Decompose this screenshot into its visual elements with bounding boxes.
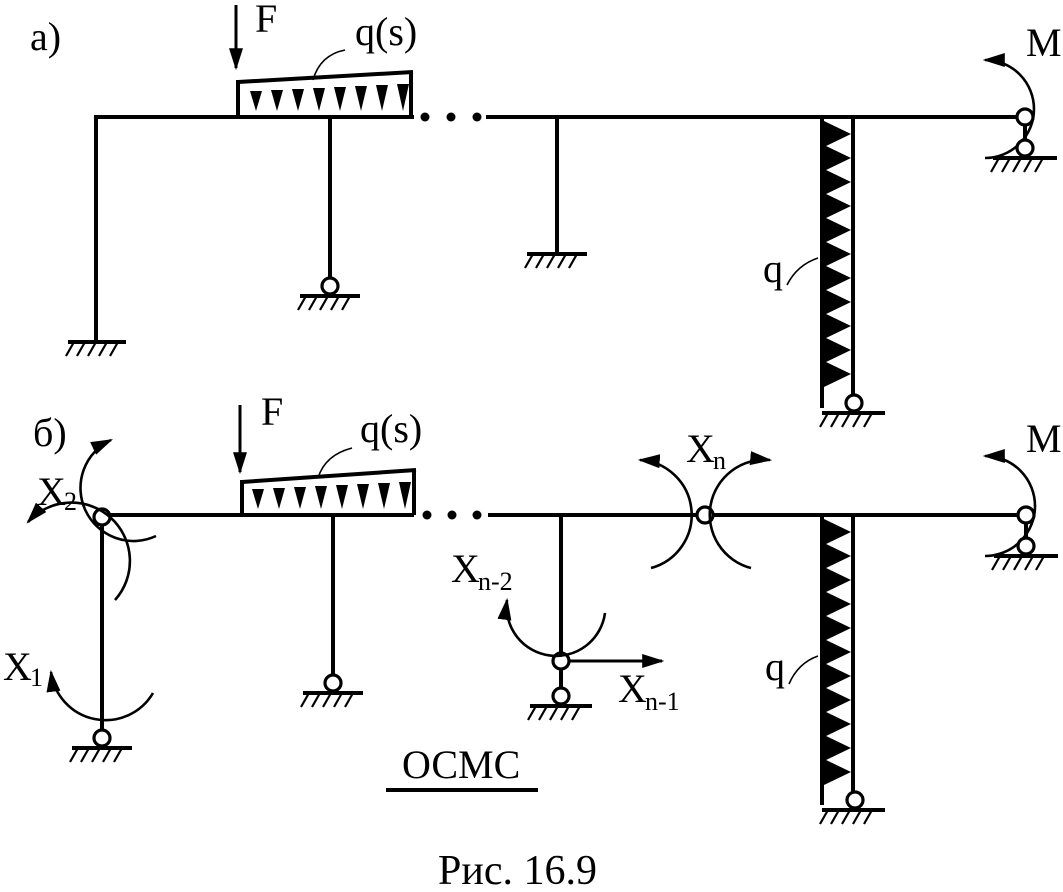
xn-label-sub: n	[713, 446, 726, 475]
panel-b-label: б)	[33, 410, 67, 455]
panel-b-moment-label: M	[1026, 416, 1062, 461]
panel-b-moment: M	[982, 416, 1062, 571]
panel-b-lateral-load-arrows	[824, 519, 851, 785]
xn-label-base: X	[686, 426, 715, 471]
panel-a-label: а)	[30, 14, 61, 59]
panel-a-moment: M	[982, 20, 1062, 173]
panel-a-pinned-column	[297, 117, 360, 311]
panel-a-distributed-load: q(s)	[236, 9, 417, 117]
x2-label-sub: 2	[64, 487, 77, 516]
panel-b-xn: X n	[637, 426, 773, 570]
panel-a-force-label: F	[255, 0, 277, 41]
figure-caption: Рис. 16.9	[438, 848, 597, 892]
x1-label-sub: 1	[30, 663, 43, 692]
xn2-label-base: X	[451, 546, 480, 591]
xn2-label-sub: n-2	[478, 567, 513, 596]
panel-b-pinned-column	[300, 517, 363, 708]
basis-label: ОСМС	[402, 742, 520, 787]
panel-a-vertical-load-label: q	[763, 246, 783, 291]
panel-b-force: F	[233, 389, 283, 475]
xn1-label-base: X	[618, 666, 647, 711]
panel-b-distributed-load: q(s)	[240, 406, 422, 515]
panel-a-left-column	[65, 115, 126, 357]
panel-a-beam	[96, 112, 1024, 122]
panel-b-released-column: X n-2 X n-1	[451, 517, 680, 721]
panel-a: а)	[30, 0, 1062, 428]
basis-label-group: ОСМС	[386, 742, 538, 792]
panel-a-distributed-load-label: q(s)	[355, 9, 417, 54]
panel-b-distributed-load-label: q(s)	[360, 406, 422, 451]
x2-label-base: X	[37, 469, 66, 514]
panel-b-vertical-load-label: q	[765, 644, 785, 689]
panel-a-lateral-load-arrows	[824, 121, 851, 387]
x1-label-base: X	[3, 644, 32, 689]
panel-b-beam	[110, 505, 1018, 525]
panel-b-force-label: F	[261, 389, 283, 434]
panel-a-loaded-column: q	[763, 117, 885, 428]
panel-b-loaded-column: q	[765, 515, 885, 825]
xn1-label-sub: n-1	[645, 687, 680, 716]
panel-a-force: F	[229, 0, 277, 71]
panel-b-left-column: X 2 X 1	[3, 438, 157, 763]
panel-a-fixed-column	[524, 117, 587, 269]
panel-b: б) X 2 X 1	[3, 389, 1062, 825]
panel-a-moment-label: M	[1026, 20, 1062, 65]
